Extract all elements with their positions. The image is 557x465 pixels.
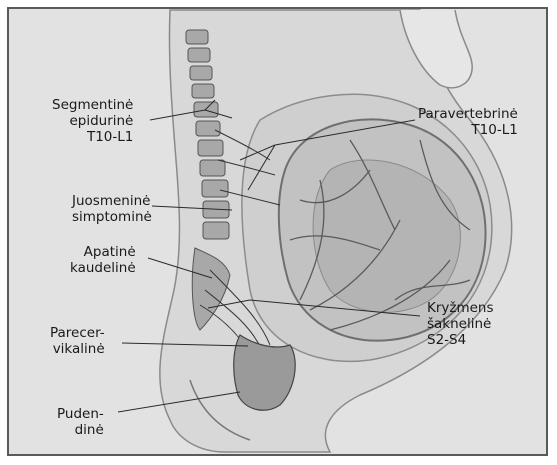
label-parecervikaline: Parecer- vikalinė xyxy=(50,325,105,357)
label-pudendine: Puden- dinė xyxy=(57,406,104,438)
label-kryzmens-sakneline: Kryžmens šaknelinė S2-S4 xyxy=(427,300,494,348)
label-paravertebrine: Paravertebrinė T10-L1 xyxy=(418,106,518,138)
label-apatine-kaudeline: Apatinė kaudelinė xyxy=(70,244,136,276)
label-juosmenine-simptomine: Juosmeninė simptominė xyxy=(72,193,152,225)
label-segmentine-epidurine: Segmentinė epidurinė T10-L1 xyxy=(52,97,133,145)
